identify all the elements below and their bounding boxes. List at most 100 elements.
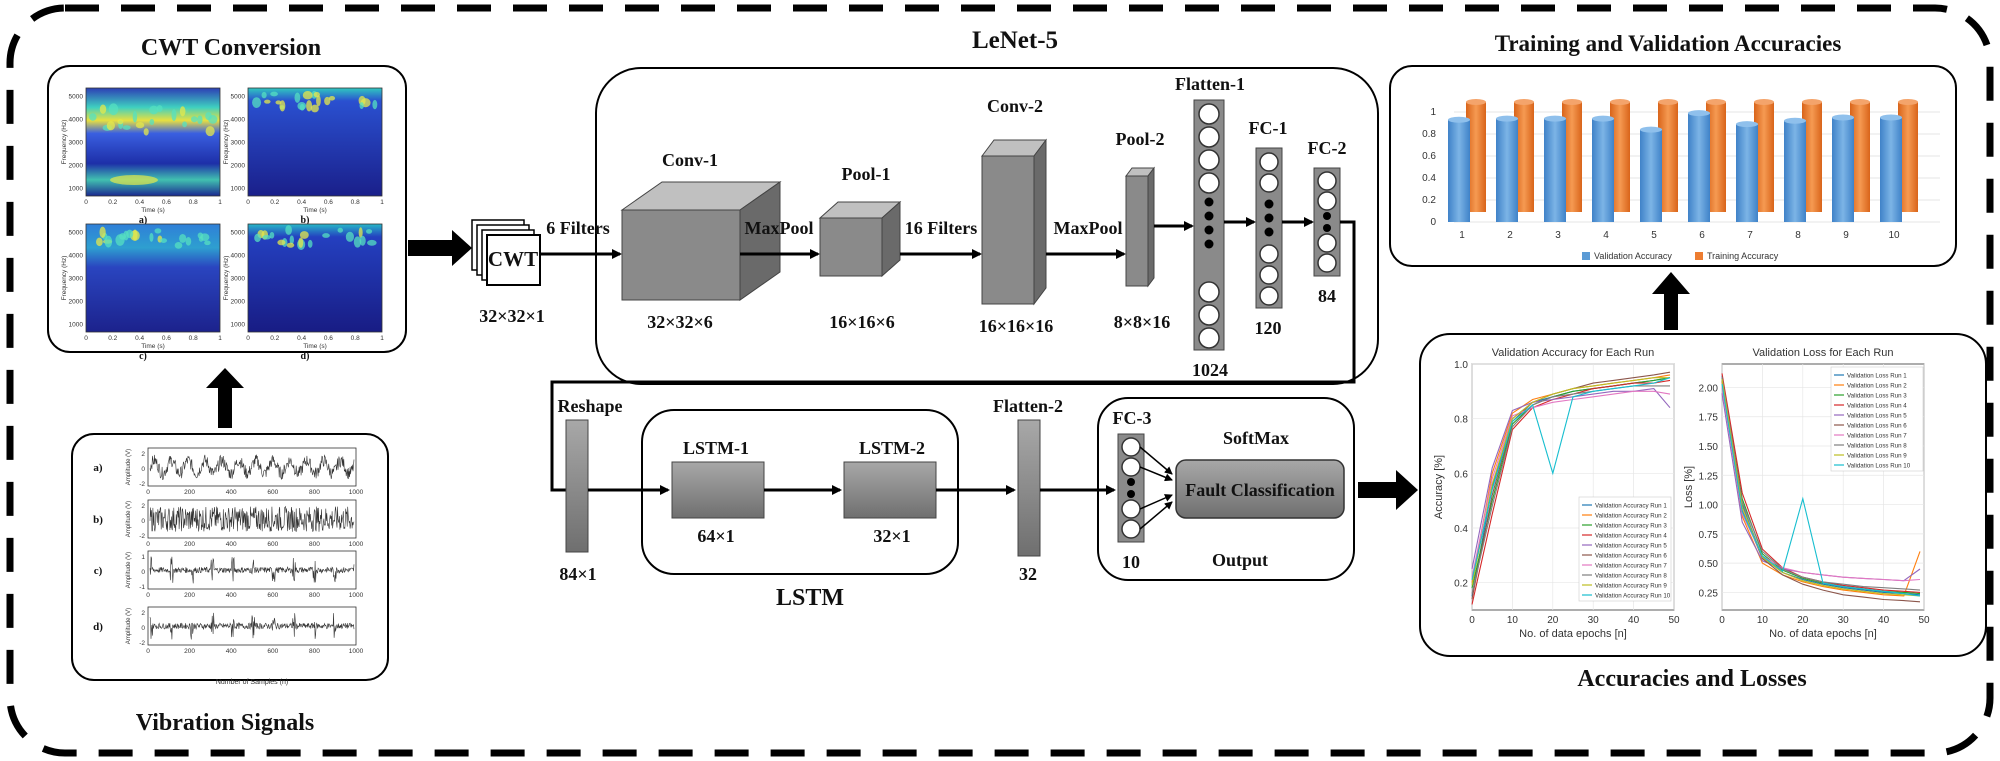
y-tick-label: 4000 <box>69 117 84 124</box>
spectrogram-spot <box>310 104 319 113</box>
legend-label-training: Training Accuracy <box>1707 251 1779 261</box>
validation-bar <box>1592 118 1614 222</box>
panel-label: a) <box>139 215 147 226</box>
signal-trace <box>149 505 355 533</box>
y-tick-label: 4000 <box>231 117 246 124</box>
legend-label: Validation Loss Run 9 <box>1847 453 1907 460</box>
pool2-label: Pool-2 <box>1116 129 1165 149</box>
spectrogram-spot <box>99 226 106 238</box>
x-tick-label: 0.2 <box>108 335 117 342</box>
spectrogram-spot <box>149 232 154 242</box>
spectrogram-spot <box>322 233 330 238</box>
y-tick-label: 1000 <box>231 322 246 329</box>
lstm1-label: LSTM-1 <box>683 438 749 458</box>
legend-box <box>1578 496 1672 602</box>
x-tick-label: 20 <box>1797 615 1809 626</box>
x-tick-label: 800 <box>309 648 320 655</box>
y-tick-label: 1.50 <box>1699 442 1719 453</box>
y-tick-label: 0.4 <box>1454 524 1468 535</box>
y-tick-label: 1 <box>1430 107 1436 118</box>
x-tick-label: 0.8 <box>189 199 198 206</box>
validation-bar <box>1784 120 1806 222</box>
y-tick-label: 1.25 <box>1699 471 1719 482</box>
title-lstm: LSTM <box>776 585 844 611</box>
x-tick-label: 0.6 <box>162 199 171 206</box>
validation-bar-top <box>1688 110 1710 117</box>
cwt-image-stack: CWT <box>471 219 541 286</box>
y-tick-label: -1 <box>139 584 145 591</box>
x-tick-label: 0.6 <box>324 335 333 342</box>
x-tick-label: 1000 <box>349 541 364 548</box>
x-tick-label: 0 <box>146 592 150 599</box>
fc3-layer <box>1117 433 1145 543</box>
y-axis-label: Amplitude (V) <box>126 608 132 644</box>
x-axis-label: Time (s) <box>303 207 327 214</box>
conv1-label: Conv-1 <box>662 150 718 170</box>
validation-bar <box>1688 113 1710 222</box>
spectrogram-spot <box>96 237 103 247</box>
x-tick-label: 0 <box>84 335 88 342</box>
training-bar-top <box>1898 99 1918 105</box>
fc2-label: FC-2 <box>1308 138 1347 158</box>
conv2-label: Conv-2 <box>987 96 1043 116</box>
x-tick-label: 1 <box>1459 230 1465 241</box>
plot-border <box>147 447 357 487</box>
x-tick-label: 400 <box>226 592 237 599</box>
spectrogram-spot <box>115 234 125 246</box>
fault-classification-block <box>1175 459 1345 519</box>
y-tick-label: 5000 <box>69 94 84 101</box>
training-bar <box>1514 102 1534 212</box>
y-tick-label: 3000 <box>231 276 246 283</box>
legend-label: Validation Accuracy Run 6 <box>1595 553 1667 560</box>
training-bar <box>1466 102 1486 212</box>
training-bar <box>1610 102 1630 212</box>
spectrogram-spot <box>285 225 292 235</box>
y-tick-label: 2000 <box>69 299 84 306</box>
spectrogram-spot <box>197 232 204 239</box>
x-tick-label: 10 <box>1757 615 1769 626</box>
y-axis-label: Frequency (Hz) <box>61 256 68 301</box>
y-tick-label: 1.00 <box>1699 501 1719 512</box>
x-tick-label: 4 <box>1603 230 1609 241</box>
y-tick-label: 2 <box>141 503 145 510</box>
chart-title: Validation Loss for Each Run <box>1752 347 1893 359</box>
validation-bar-top <box>1880 114 1902 121</box>
plot-border <box>85 87 221 197</box>
x-tick-label: 400 <box>226 541 237 548</box>
legend-label: Validation Accuracy Run 3 <box>1595 523 1667 530</box>
spectrogram-spot <box>205 126 215 137</box>
validation-loss-chart: Validation Loss for Each Run2.001.751.50… <box>1683 347 1930 640</box>
pool1-dims: 16×16×6 <box>829 312 895 332</box>
x-tick-label: 1 <box>380 199 384 206</box>
fc1-dims: 120 <box>1255 318 1282 338</box>
legend-box <box>1830 366 1924 472</box>
x-tick-label: 30 <box>1588 615 1600 626</box>
x-tick-label: 1000 <box>349 648 364 655</box>
x-tick-label: 2 <box>1507 230 1513 241</box>
fc2-dims: 84 <box>1318 286 1336 306</box>
legend-label: Validation Accuracy Run 2 <box>1595 513 1667 520</box>
plot-border <box>247 223 383 333</box>
y-tick-label: 0.8 <box>1454 415 1468 426</box>
y-tick-label: 0 <box>141 466 145 473</box>
panel-label: d) <box>301 351 310 362</box>
spectrogram-spot <box>126 229 134 239</box>
y-tick-label: 2000 <box>231 299 246 306</box>
spectrogram-spot <box>261 91 267 99</box>
output-frame <box>1097 397 1355 581</box>
y-tick-label: 3000 <box>231 140 246 147</box>
x-tick-label: 10 <box>1507 615 1519 626</box>
legend-label: Validation Loss Run 2 <box>1847 383 1907 390</box>
y-tick-label: 0.4 <box>1422 173 1436 184</box>
x-tick-label: 800 <box>309 489 320 496</box>
y-tick-label: 0 <box>1430 217 1436 228</box>
lstm1-dims: 64×1 <box>697 526 734 546</box>
cwt-block-dims: 32×32×1 <box>479 306 545 326</box>
legend-label: Validation Loss Run 3 <box>1847 393 1907 400</box>
conv2-dims: 16×16×16 <box>979 316 1054 336</box>
spectrogram-spot <box>197 115 203 125</box>
x-tick-label: 600 <box>267 648 278 655</box>
chart-title: Validation Accuracy for Each Run <box>1492 347 1654 359</box>
